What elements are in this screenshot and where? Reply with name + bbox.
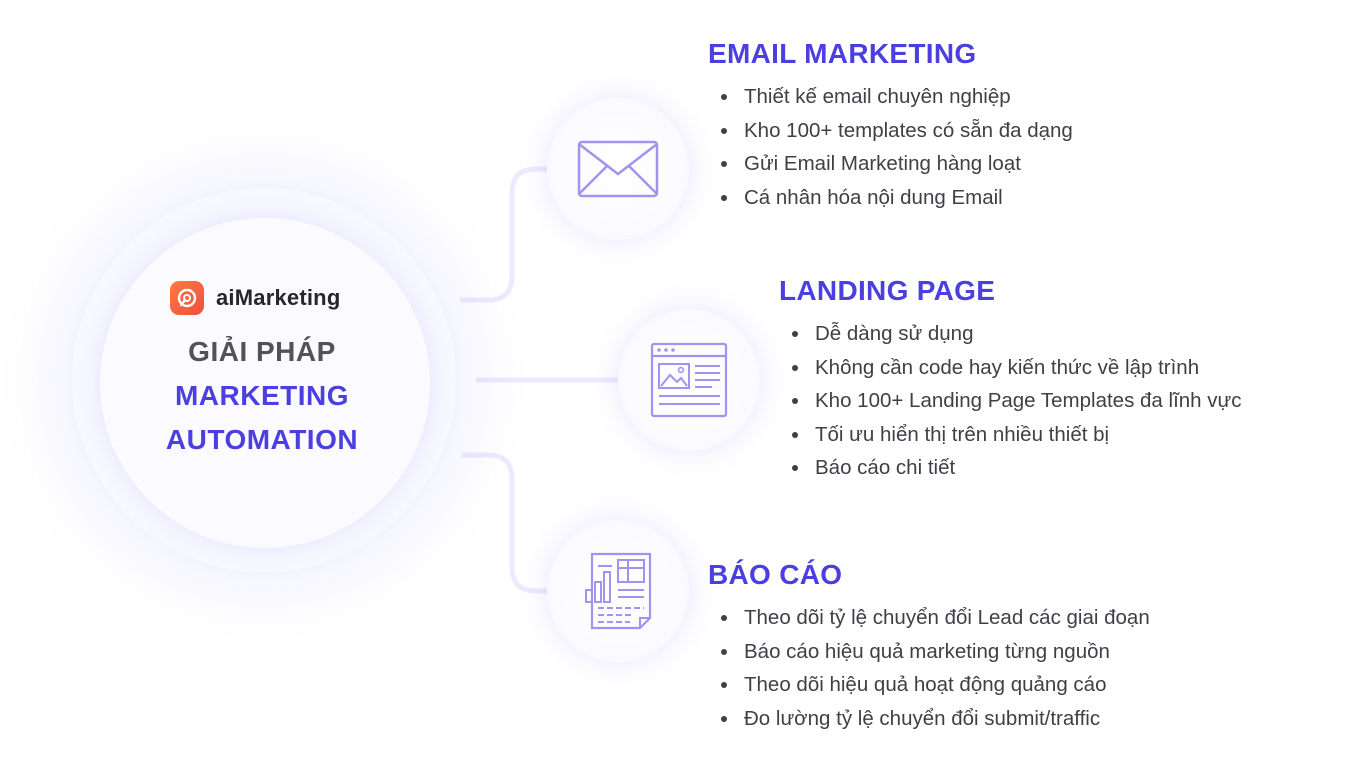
list-item: Kho 100+ templates có sẵn đa dạng (708, 114, 1073, 148)
landing-page-node (618, 309, 760, 451)
report-icon (585, 552, 652, 630)
list-item: Cá nhân hóa nội dung Email (708, 181, 1073, 215)
section-email-marketing: EMAIL MARKETING Thiết kế email chuyên ng… (708, 38, 1073, 214)
hub-title-line-2: MARKETING (174, 380, 350, 411)
hub-title-line-3: AUTOMATION (165, 424, 359, 455)
report-node (547, 520, 689, 662)
hub-title: GIẢI PHÁP MARKETING AUTOMATION (50, 330, 474, 462)
list-item: Tối ưu hiển thị trên nhiều thiết bị (779, 418, 1242, 452)
list-item: Thiết kế email chuyên nghiệp (708, 80, 1073, 114)
section-bao-cao: BÁO CÁO Theo dõi tỷ lệ chuyển đổi Lead c… (708, 559, 1150, 735)
list-item: Báo cáo chi tiết (779, 451, 1242, 485)
connector-report (456, 452, 552, 594)
list-item: Đo lường tỷ lệ chuyển đổi submit/traffic (708, 702, 1150, 736)
envelope-icon (577, 140, 659, 198)
list-item: Báo cáo hiệu quả marketing từng nguồn (708, 635, 1150, 669)
section-title: BÁO CÁO (708, 559, 843, 590)
bullet-list: Thiết kế email chuyên nghiệp Kho 100+ te… (708, 80, 1073, 214)
brand: aiMarketing (170, 281, 340, 315)
central-hub (52, 168, 476, 592)
list-item: Theo dõi hiệu quả hoạt động quảng cáo (708, 668, 1150, 702)
list-item: Theo dõi tỷ lệ chuyển đổi Lead các giai … (708, 601, 1150, 635)
landing-page-icon (650, 342, 728, 418)
bullet-list: Dễ dàng sử dụng Không cần code hay kiến … (779, 317, 1242, 485)
list-item: Gửi Email Marketing hàng loạt (708, 147, 1073, 181)
list-item: Không cần code hay kiến thức về lập trìn… (779, 351, 1242, 385)
hub-ring-inner (100, 218, 430, 548)
email-node (547, 98, 689, 240)
section-title: EMAIL MARKETING (708, 38, 977, 69)
hub-title-line-1: GIẢI PHÁP (188, 336, 336, 367)
brand-name: aiMarketing (216, 285, 341, 310)
section-landing-page: LANDING PAGE Dễ dàng sử dụng Không cần c… (779, 275, 1242, 485)
connector-email (456, 166, 552, 303)
ai-marketing-logo-icon (170, 281, 204, 315)
list-item: Dễ dàng sử dụng (779, 317, 1242, 351)
list-item: Kho 100+ Landing Page Templates đa lĩnh … (779, 384, 1242, 418)
hub-content: aiMarketing GIẢI PHÁP MARKETING AUTOMATI… (52, 168, 476, 592)
bullet-list: Theo dõi tỷ lệ chuyển đổi Lead các giai … (708, 601, 1150, 735)
section-title: LANDING PAGE (779, 275, 996, 306)
